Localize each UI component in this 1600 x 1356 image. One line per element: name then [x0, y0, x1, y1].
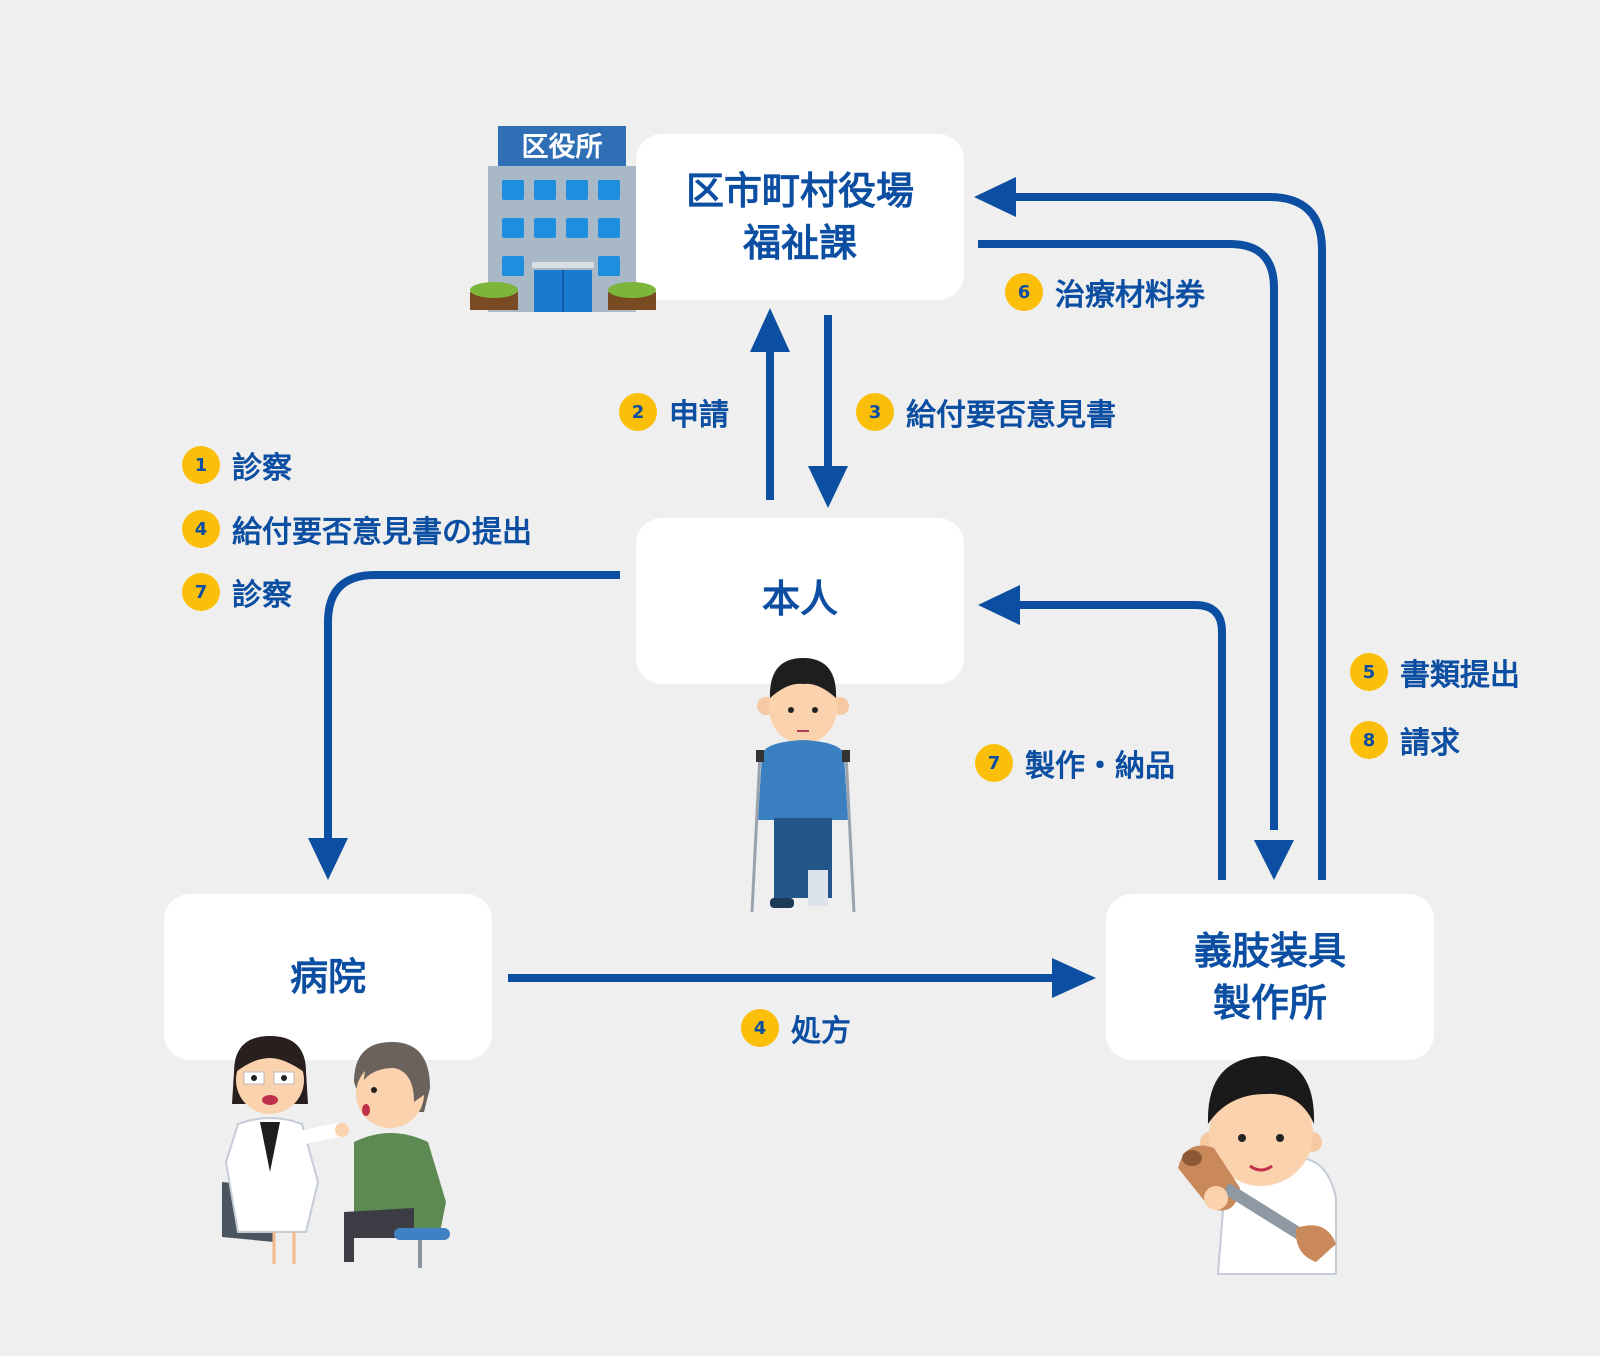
arrowhead-apply — [750, 308, 790, 352]
city-office-building-icon: 区役所 — [470, 126, 656, 312]
step-text: 給付要否意見書 — [906, 398, 1116, 433]
step-exam-1: 1 診察 — [182, 443, 292, 487]
step-text: 処方 — [791, 1014, 851, 1049]
step-text: 給付要否意見書の提出 — [232, 515, 532, 550]
arrowhead-prescription — [1052, 958, 1096, 998]
step-opinion: 3 給付要否意見書 — [856, 390, 1116, 434]
step-voucher: 6 治療材料券 — [1005, 270, 1205, 314]
node-city-office: 区市町村役場 福祉課 — [636, 134, 964, 300]
node-hospital: 病院 — [164, 894, 492, 1060]
node-maker: 義肢装具 製作所 — [1106, 894, 1434, 1060]
step-text: 診察 — [232, 451, 292, 486]
step-produce-deliver: 7 製作・納品 — [975, 741, 1175, 785]
step-number-badge: 7 — [182, 573, 220, 611]
step-text: 申請 — [669, 398, 729, 433]
arrow-person-to-hospital — [324, 571, 620, 840]
city-office-line2: 福祉課 — [742, 221, 857, 265]
person-on-crutches-icon — [750, 658, 856, 913]
prosthetist-icon — [1178, 1056, 1337, 1275]
step-text: 請求 — [1400, 726, 1460, 761]
step-prescription: 4 処方 — [741, 1006, 851, 1050]
step-number-badge: 3 — [856, 393, 894, 431]
step-number-badge: 4 — [182, 510, 220, 548]
arrow-voucher — [978, 240, 1278, 830]
step-number-badge: 5 — [1350, 653, 1388, 691]
step-submit-opinion: 4 給付要否意見書の提出 — [182, 507, 532, 551]
arrow-documents — [1010, 193, 1326, 880]
person-label: 本人 — [761, 577, 838, 621]
hospital-label: 病院 — [289, 955, 366, 999]
city-office-line1: 区市町村役場 — [685, 169, 914, 213]
step-number-badge: 7 — [975, 744, 1013, 782]
step-exam-7: 7 診察 — [182, 570, 292, 614]
step-number-badge: 2 — [619, 393, 657, 431]
step-text: 書類提出 — [1400, 658, 1520, 693]
arrowhead-opinion — [808, 466, 848, 508]
step-number-badge: 8 — [1350, 721, 1388, 759]
step-number-badge: 1 — [182, 446, 220, 484]
step-text: 製作・納品 — [1025, 749, 1175, 784]
arrowhead-voucher — [1254, 840, 1294, 880]
maker-line2: 製作所 — [1212, 981, 1327, 1025]
arrowhead-hospital — [308, 838, 348, 880]
step-documents: 5 書類提出 — [1350, 650, 1520, 694]
step-apply: 2 申請 — [619, 390, 729, 434]
step-text: 診察 — [232, 578, 292, 613]
arrowhead-documents — [974, 177, 1016, 217]
step-billing: 8 請求 — [1350, 718, 1460, 762]
building-sign-text: 区役所 — [522, 132, 603, 163]
node-person: 本人 — [636, 518, 964, 684]
maker-line1: 義肢装具 — [1193, 929, 1346, 973]
arrowhead-deliver — [978, 585, 1020, 625]
doctor-and-patient-icon — [222, 1036, 450, 1268]
arrow-deliver — [1010, 601, 1226, 880]
step-number-badge: 6 — [1005, 273, 1043, 311]
step-number-badge: 4 — [741, 1009, 779, 1047]
step-text: 治療材料券 — [1055, 278, 1205, 313]
